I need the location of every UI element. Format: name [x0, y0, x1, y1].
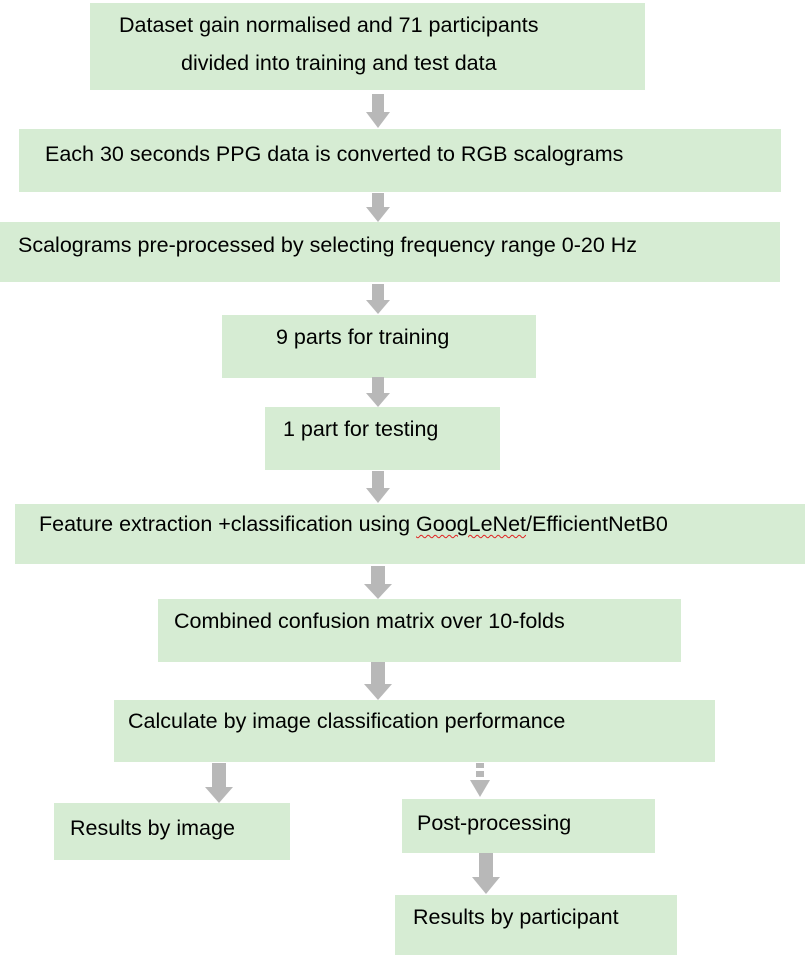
- arrow-down-icon: [364, 566, 392, 599]
- step-results-participant-label: Results by participant: [413, 905, 619, 929]
- step-convert-label: Each 30 seconds PPG data is converted to…: [45, 142, 624, 166]
- step-training-box: 9 parts for training: [222, 315, 536, 378]
- step-postprocess-label: Post-processing: [417, 811, 572, 835]
- arrow-down-icon: [366, 377, 390, 407]
- arrow-down-icon: [364, 662, 392, 700]
- step-feature-googlenet: GoogLeNet: [416, 512, 527, 536]
- step-postprocess-box: Post-processing: [402, 799, 655, 853]
- arrow-down-icon: [366, 471, 390, 503]
- step-dataset-line2: divided into training and test data: [181, 51, 497, 75]
- step-feature-label: Feature extraction +classification using…: [39, 508, 668, 541]
- step-training-label: 9 parts for training: [276, 325, 450, 349]
- step-confusion-label: Combined confusion matrix over 10-folds: [174, 609, 565, 633]
- step-feature-suffix: /EfficientNetB0: [526, 512, 668, 536]
- step-results-participant-box: Results by participant: [395, 895, 677, 955]
- step-preprocess-box: Scalograms pre-processed by selecting fr…: [0, 222, 780, 282]
- arrow-down-dashed-icon: [470, 763, 490, 797]
- arrow-down-icon: [366, 284, 390, 314]
- step-feature-box: Feature extraction +classification using…: [15, 504, 805, 564]
- step-dataset-box: Dataset gain normalised and 71 participa…: [90, 3, 645, 90]
- arrow-down-icon: [366, 94, 390, 128]
- arrow-down-icon: [205, 763, 233, 803]
- step-confusion-box: Combined confusion matrix over 10-folds: [158, 599, 681, 662]
- arrow-down-icon: [472, 853, 500, 894]
- arrow-down-icon: [366, 193, 390, 222]
- step-calculate-label: Calculate by image classification perfor…: [128, 709, 566, 733]
- step-testing-box: 1 part for testing: [265, 407, 500, 470]
- step-results-image-box: Results by image: [54, 803, 290, 860]
- step-testing-label: 1 part for testing: [283, 417, 439, 441]
- step-preprocess-label: Scalograms pre-processed by selecting fr…: [18, 233, 638, 257]
- step-calculate-box: Calculate by image classification perfor…: [114, 700, 715, 762]
- step-feature-prefix: Feature extraction +classification using: [39, 512, 417, 536]
- step-results-image-label: Results by image: [70, 816, 235, 840]
- step-convert-box: Each 30 seconds PPG data is converted to…: [19, 129, 781, 192]
- step-dataset-line1: Dataset gain normalised and 71 participa…: [119, 13, 539, 37]
